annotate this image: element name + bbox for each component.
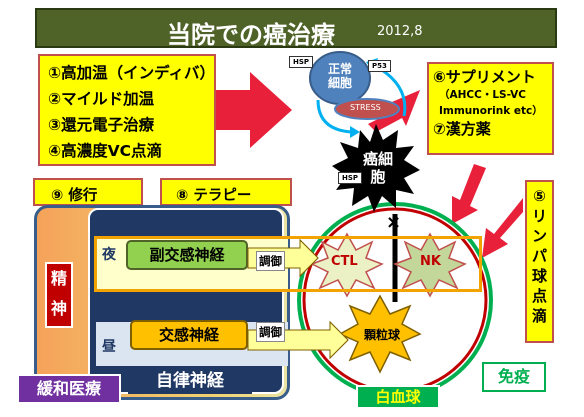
- cancer-hsp: HSP: [338, 172, 363, 184]
- lymph-arrow: [482, 198, 523, 258]
- title-bar: 当院での癌治療 2012,8: [35, 8, 557, 49]
- cycle-arrowhead-left: [350, 126, 360, 138]
- nk-star: [393, 232, 467, 298]
- therapy-box: ⑧ テラピー: [160, 178, 292, 206]
- title-date: 2012,8: [377, 24, 423, 39]
- cancer-label-1: 癌細: [362, 150, 393, 168]
- supplements-box: ⑥サプリメント （AHCC・LS-VC Immunorink etc） ⑦漢方薬: [427, 62, 554, 155]
- cross-mark: ×: [386, 212, 401, 233]
- seishin-char-2: 神: [50, 299, 67, 318]
- supplement-detail-2: Immunorink etc）: [439, 105, 543, 117]
- treatment-3: ③還元電子治療: [48, 116, 155, 134]
- treatment-4: ④高濃度VC点滴: [48, 142, 162, 160]
- page-title: 当院での癌治療: [167, 21, 335, 49]
- kampo-label: ⑦漢方薬: [433, 120, 491, 138]
- supplement-title: ⑥サプリメント: [433, 68, 536, 86]
- lymph-char-1: ⑤: [533, 187, 546, 205]
- regulate-label-night: 調御: [256, 251, 285, 271]
- stress-ellipse: [334, 98, 400, 120]
- granulocyte-star: [338, 294, 422, 374]
- lymph-char-4: パ: [531, 247, 547, 265]
- palliative-care-box: 緩和医療: [17, 374, 121, 404]
- supplement-detail-1: （AHCC・LS-VC: [439, 89, 527, 101]
- ctl-star: [310, 232, 384, 298]
- seishin-box: 精 神: [45, 262, 73, 328]
- night-band: [94, 236, 482, 292]
- ctl-label: CTL: [331, 254, 358, 269]
- p53-label: P53: [368, 60, 391, 72]
- normal-cell-hsp: HSP: [289, 56, 314, 68]
- seishin-char-1: 精: [50, 269, 67, 288]
- autonomic-label: 自律神経: [128, 368, 252, 394]
- cancer-cell: [332, 124, 420, 212]
- regulate-label-noon: 調御: [256, 322, 285, 342]
- shugyo-box: ⑨ 修行: [33, 178, 143, 206]
- treatment-1: ①高加温（インディバ）: [48, 64, 216, 82]
- granulocyte-label: 顆粒球: [364, 328, 401, 342]
- treatments-box: ①高加温（インディバ） ②マイルド加温 ③還元電子治療 ④高濃度VC点滴: [38, 54, 216, 166]
- lymph-char-2: リ: [531, 207, 547, 225]
- parasympathetic-box: 副交感神経: [126, 240, 248, 270]
- lymph-char-3: ン: [531, 227, 547, 245]
- lymph-box: ⑤ リ ン パ 球 点 滴: [525, 180, 554, 343]
- cancer-cell-label: 癌細 胞: [358, 150, 398, 186]
- noon-label: 昼: [102, 339, 116, 355]
- lymph-char-5: 球: [531, 267, 547, 285]
- stress-label: STRESS: [350, 103, 381, 112]
- sympathetic-box: 交感神経: [130, 320, 248, 350]
- immunity-label: 免疫: [482, 362, 546, 392]
- white-blood-cell-label: 白血球: [356, 385, 440, 409]
- nk-label: NK: [420, 254, 441, 269]
- night-label: 夜: [102, 247, 116, 263]
- lymph-char-7: 滴: [531, 307, 547, 325]
- cycle-arrow-left: [316, 99, 353, 134]
- supplement-nk-arrow: [452, 164, 486, 224]
- treatment-2: ②マイルド加温: [48, 90, 155, 108]
- treatment-arrow: [216, 72, 292, 148]
- cancer-label-2: 胞: [370, 168, 386, 186]
- normal-cell-label: 正常細胞: [327, 62, 352, 90]
- lymph-char-6: 点: [531, 287, 547, 305]
